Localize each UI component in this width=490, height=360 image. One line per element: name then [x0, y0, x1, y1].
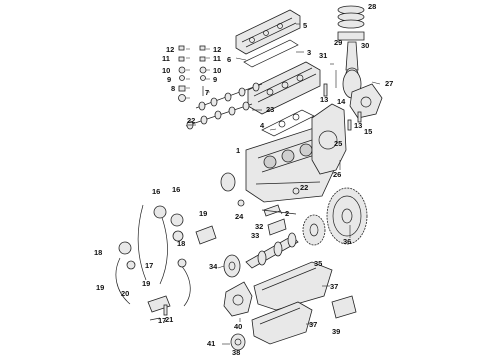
callout-18-right: 18	[177, 239, 185, 248]
rear-main-seal	[220, 172, 236, 192]
timing-chain-guides	[115, 204, 191, 307]
callout-13-right: 13	[354, 121, 362, 130]
callout-37-lower: 37	[309, 320, 317, 329]
callout-41: 41	[207, 339, 215, 348]
callout-11-right: 11	[213, 54, 221, 63]
callout-19-mid: 19	[142, 279, 150, 288]
chain-tensioner	[195, 225, 217, 245]
callout-10-left: 10	[162, 66, 170, 75]
callout-26: 26	[333, 170, 341, 179]
valve-cover-gasket	[243, 39, 299, 68]
callout-30: 30	[361, 41, 369, 50]
callout-22-mid: 22	[300, 183, 308, 192]
callout-19-left: 19	[96, 283, 104, 292]
drive-plate	[326, 187, 368, 245]
callout-34: 34	[209, 262, 218, 271]
callout-32: 32	[255, 222, 263, 231]
callout-38: 38	[232, 348, 240, 357]
callout-17-bottom: 17	[158, 316, 166, 325]
callout-40: 40	[234, 322, 242, 331]
callout-3: 3	[307, 48, 311, 57]
callout-9-right: 9	[213, 75, 217, 84]
head-gasket	[261, 109, 315, 137]
callout-10-right: 10	[213, 66, 221, 75]
plug-22	[292, 187, 300, 195]
callout-6: 6	[227, 55, 231, 64]
callout-14: 14	[337, 97, 346, 106]
callout-16-right: 16	[172, 185, 180, 194]
cylinder-head	[247, 61, 321, 115]
callout-29: 29	[334, 38, 342, 47]
oil-pump	[223, 281, 253, 317]
valve-components-left	[178, 45, 186, 102]
callout-24: 24	[235, 212, 244, 221]
callout-5: 5	[303, 21, 307, 30]
crankshaft	[245, 232, 299, 269]
heat-shield	[331, 295, 357, 319]
callout-31: 31	[319, 51, 327, 60]
camshaft-lower	[185, 101, 253, 130]
callout-16-left: 16	[152, 187, 160, 196]
callout-22-top: 22	[187, 116, 195, 125]
timing-cover-plate	[311, 103, 347, 175]
valve-cover	[235, 9, 301, 55]
callout-37-upper: 37	[330, 282, 338, 291]
chain-tensioner-lower	[147, 295, 171, 313]
callout-35: 35	[314, 259, 322, 268]
callout-13-top: 13	[320, 95, 328, 104]
callout-36: 36	[343, 237, 351, 246]
main-bearing-cap	[267, 218, 287, 236]
bolt-15	[357, 111, 362, 123]
callout-21: 21	[165, 315, 173, 324]
callout-7: 7	[205, 88, 209, 97]
bearing-insert	[263, 204, 281, 217]
callout-9-left: 9	[167, 75, 171, 84]
callout-17-left: 17	[145, 261, 153, 270]
oil-pan-lower	[251, 301, 313, 345]
callout-11-left: 11	[162, 54, 170, 63]
callout-1: 1	[236, 146, 240, 155]
callout-27: 27	[385, 79, 393, 88]
dipstick-tube	[261, 209, 297, 215]
callout-4: 4	[260, 121, 265, 130]
bolt-13b	[347, 119, 352, 131]
valve-components-right	[199, 45, 207, 96]
plug-24	[237, 199, 245, 207]
bolt-17	[149, 317, 161, 321]
callout-33: 33	[251, 231, 259, 240]
callout-numbers: 1 2 3 4 5 6 7 8 9 9 10 10 11 11 12 12 13…	[94, 2, 393, 357]
callout-2: 2	[285, 209, 289, 218]
camshaft-upper	[195, 82, 263, 111]
callout-12-left: 12	[166, 45, 174, 54]
leader-lines	[186, 23, 381, 345]
bolt-13a	[323, 83, 328, 97]
oil-pan-upper	[253, 261, 333, 311]
callout-15: 15	[364, 127, 372, 136]
oil-filter-adapter	[230, 333, 246, 351]
callout-20: 20	[121, 289, 129, 298]
callout-28: 28	[368, 2, 376, 11]
cam-sprockets	[118, 205, 187, 270]
bolt-21	[163, 304, 168, 316]
oil-pump-housing	[349, 83, 383, 119]
callout-18-left: 18	[94, 248, 102, 257]
flex-plate	[302, 214, 326, 246]
callout-12-right: 12	[213, 45, 221, 54]
callout-8: 8	[171, 84, 175, 93]
callout-19-top: 19	[199, 209, 207, 218]
callout-23: 23	[266, 105, 274, 114]
crank-pulley	[223, 254, 241, 278]
callout-39: 39	[332, 327, 340, 336]
callout-25: 25	[334, 139, 342, 148]
